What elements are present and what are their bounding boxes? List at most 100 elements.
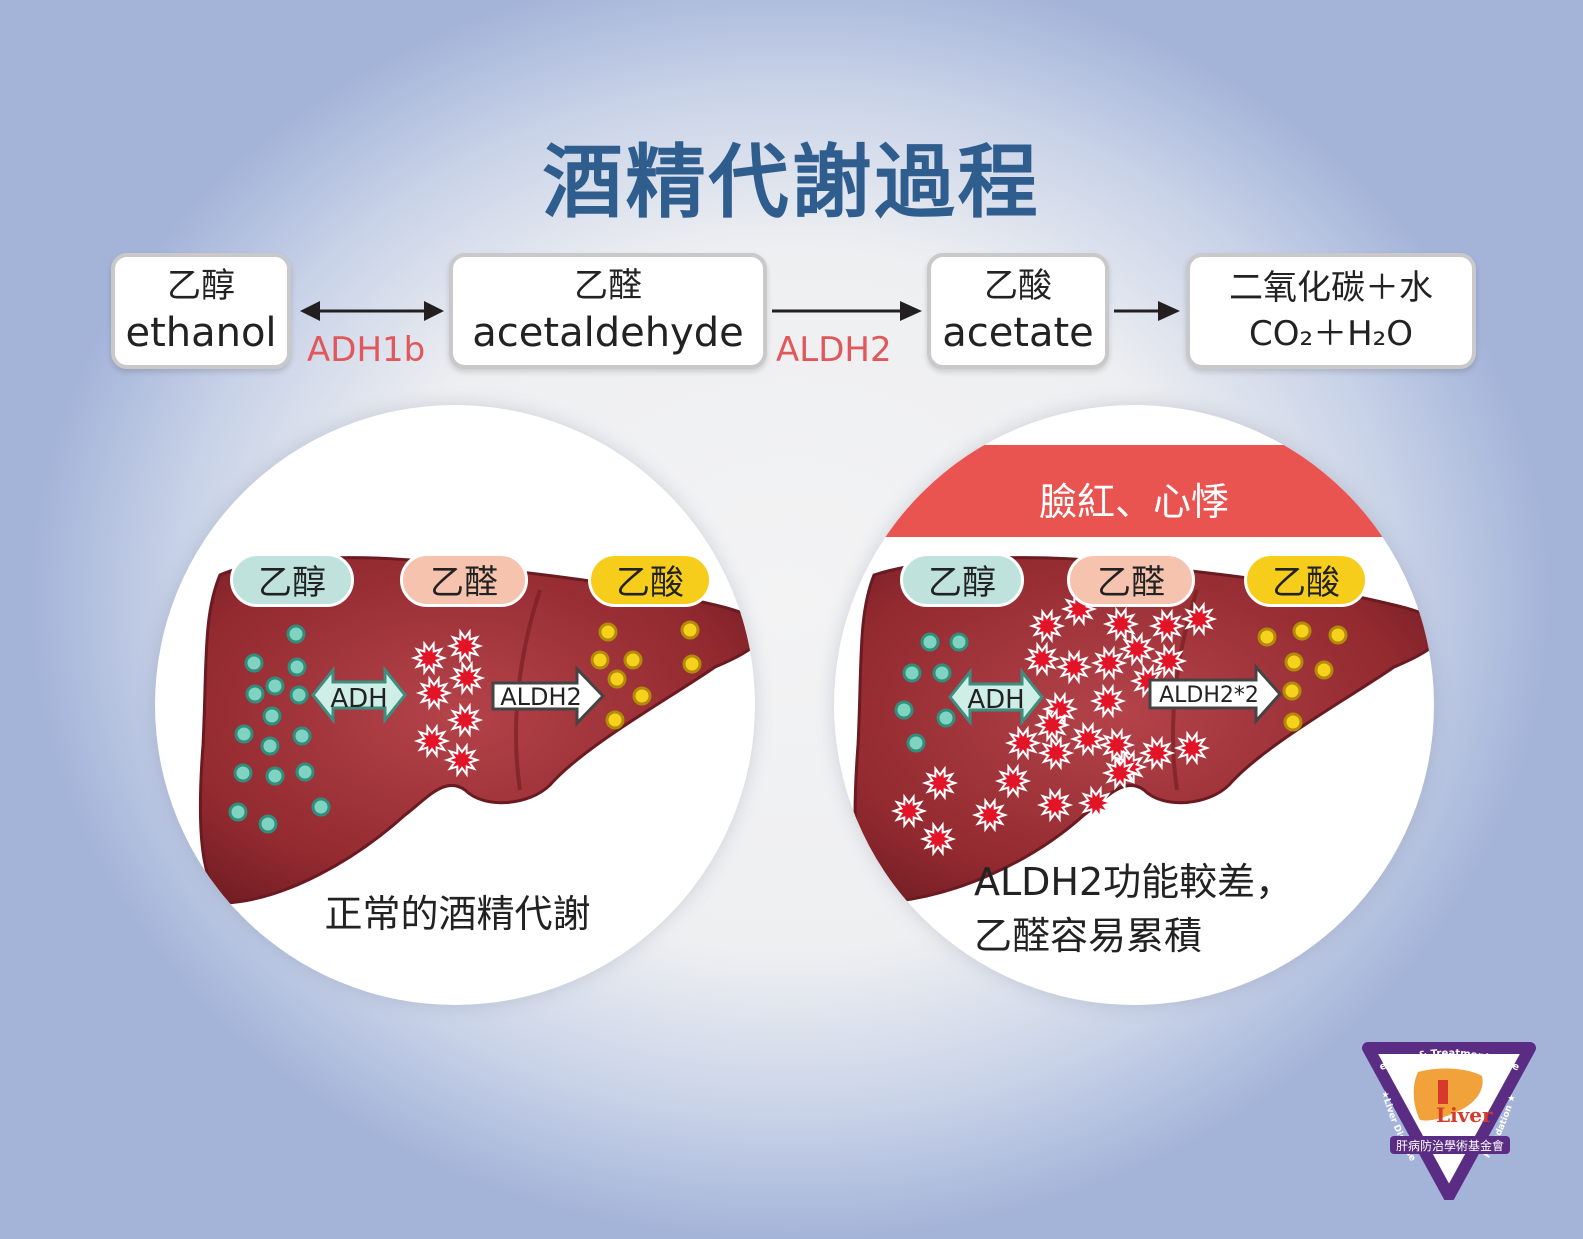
acetate-molecule [1314, 660, 1334, 680]
acetaldehyde-star [1102, 606, 1140, 642]
acetaldehyde-star [410, 640, 448, 676]
acetaldehyde-pill: 乙醛 [1067, 553, 1195, 607]
acetaldehyde-star [448, 660, 486, 696]
enzyme-aldh2-label: ALDH2 [776, 330, 892, 370]
acetaldehyde-star [1118, 631, 1156, 667]
ethanol-box: 乙醇 ethanol [111, 253, 291, 369]
aldh2-arrow-label: ALDH2 [500, 683, 582, 711]
acetaldehyde-star [994, 763, 1032, 799]
acetaldehyde-star [446, 702, 484, 738]
acetate-molecule [590, 650, 610, 670]
deficient-caption-line1: ALDH2功能較差， [974, 860, 1294, 904]
adh-arrow-icon: ADH [948, 667, 1044, 727]
acetate-molecule [632, 686, 652, 706]
logo-mark: Liver [1436, 1103, 1493, 1127]
ethanol-molecule [932, 663, 952, 683]
products-box: 二氧化碳＋水 CO₂＋H₂O [1186, 253, 1476, 369]
ethanol-molecule [292, 726, 312, 746]
acetaldehyde-star [921, 765, 959, 801]
acetaldehyde-star [1180, 601, 1218, 637]
acetaldehyde-star [1173, 730, 1211, 766]
ethanol-molecule [265, 676, 285, 696]
reversible-arrow-icon [300, 301, 444, 321]
acetate-en-label: acetate [942, 310, 1094, 356]
adh-arrow-label: ADH [330, 684, 387, 714]
forward-arrow-icon [1114, 301, 1180, 321]
acetaldehyde-star [971, 797, 1009, 833]
acetaldehyde-star [890, 793, 928, 829]
acetaldehyde-star [1023, 641, 1061, 677]
ethanol-molecule [311, 797, 331, 817]
deficient-metabolism-panel: 臉紅、心悸 ADH ALDH2*2 乙醇 乙醛 乙酸 ALDH2功能較差， 乙醛… [834, 405, 1434, 1005]
liver-illustration: ADH ALDH2*2 [853, 556, 1434, 905]
products-formula-label: CO₂＋H₂O [1248, 314, 1414, 354]
ethanol-molecule [906, 733, 926, 753]
ethanol-molecule [286, 624, 306, 644]
acetaldehyde-star [1090, 645, 1128, 681]
acetate-pill: 乙酸 [1244, 553, 1368, 607]
ethanol-molecule [949, 632, 969, 652]
foundation-logo: Prevention & Treatment Research ★Liver D… [1360, 1040, 1536, 1200]
acetaldehyde-star [1033, 707, 1071, 743]
acetaldehyde-star [415, 675, 453, 711]
symptom-banner: 臉紅、心悸 [834, 445, 1434, 537]
normal-metabolism-panel: ADH ALDH2 乙醇 乙醛 乙酸 正常的酒精代謝 [155, 405, 755, 1005]
normal-caption: 正常的酒精代謝 [324, 892, 591, 936]
ethanol-molecule [234, 724, 254, 744]
acetaldehyde-star [1101, 755, 1139, 791]
logo-org-name: 肝病防治學術基金會 [1396, 1138, 1504, 1153]
acetaldehyde-molecules [410, 628, 486, 778]
acetaldehyde-star [1077, 785, 1115, 821]
acetate-molecule [1328, 625, 1348, 645]
ethanol-molecule [295, 762, 315, 782]
adh-arrow-label: ADH [967, 685, 1024, 715]
acetate-box: 乙酸 acetate [927, 253, 1109, 369]
acetaldehyde-star [919, 821, 957, 857]
acetaldehyde-box: 乙醛 acetaldehyde [449, 253, 767, 369]
ethanol-molecules [228, 624, 331, 834]
acetaldehyde-star [1148, 608, 1186, 644]
ethanol-molecule [265, 766, 285, 786]
aldh2-arrow-icon: ALDH2 [491, 665, 606, 727]
acetaldehyde-star [413, 723, 451, 759]
ethanol-molecule [258, 814, 278, 834]
acetaldehyde-en-label: acetaldehyde [472, 310, 744, 356]
products-zh-label: 二氧化碳＋水 [1229, 268, 1433, 308]
acetaldehyde-star [1055, 649, 1093, 685]
ethanol-pill: 乙醇 [230, 553, 354, 607]
adh-arrow-icon: ADH [311, 665, 407, 725]
liver-illustration: ADH ALDH2 [198, 556, 755, 905]
aldh2-2-arrow-icon: ALDH2*2 [1148, 663, 1283, 725]
ethanol-molecules [894, 632, 969, 753]
ethanol-zh-label: 乙醇 [167, 266, 235, 306]
ethanol-molecule [228, 802, 248, 822]
forward-arrow-icon [772, 301, 922, 321]
acetaldehyde-star [1069, 721, 1107, 757]
ethanol-molecule [244, 653, 264, 673]
ethanol-molecule [233, 763, 253, 783]
acetaldehyde-star [1036, 787, 1074, 823]
enzyme-adh1b-label: ADH1b [307, 330, 426, 370]
acetate-molecules [1257, 621, 1348, 732]
acetate-molecules [590, 620, 702, 730]
acetate-molecule [1284, 652, 1304, 672]
ethanol-molecule [894, 700, 914, 720]
acetate-molecule [1257, 627, 1277, 647]
ethanol-molecule [287, 657, 307, 677]
acetaldehyde-star [446, 628, 484, 664]
ethanol-pill: 乙醇 [900, 553, 1024, 607]
ethanol-molecule [920, 632, 940, 652]
aldh2-2-arrow-label: ALDH2*2 [1159, 683, 1259, 708]
acetaldehyde-star [1150, 643, 1188, 679]
ethanol-molecule [936, 708, 956, 728]
ethanol-en-label: ethanol [125, 310, 277, 356]
acetaldehyde-star [1004, 725, 1042, 761]
ethanol-molecule [245, 684, 265, 704]
ethanol-molecule [260, 736, 280, 756]
acetaldehyde-star [1089, 683, 1127, 719]
acetate-molecule [680, 620, 700, 640]
acetate-molecule [605, 710, 625, 730]
acetate-zh-label: 乙酸 [984, 266, 1052, 306]
acetate-molecule [1292, 621, 1312, 641]
acetate-molecule [607, 669, 627, 689]
